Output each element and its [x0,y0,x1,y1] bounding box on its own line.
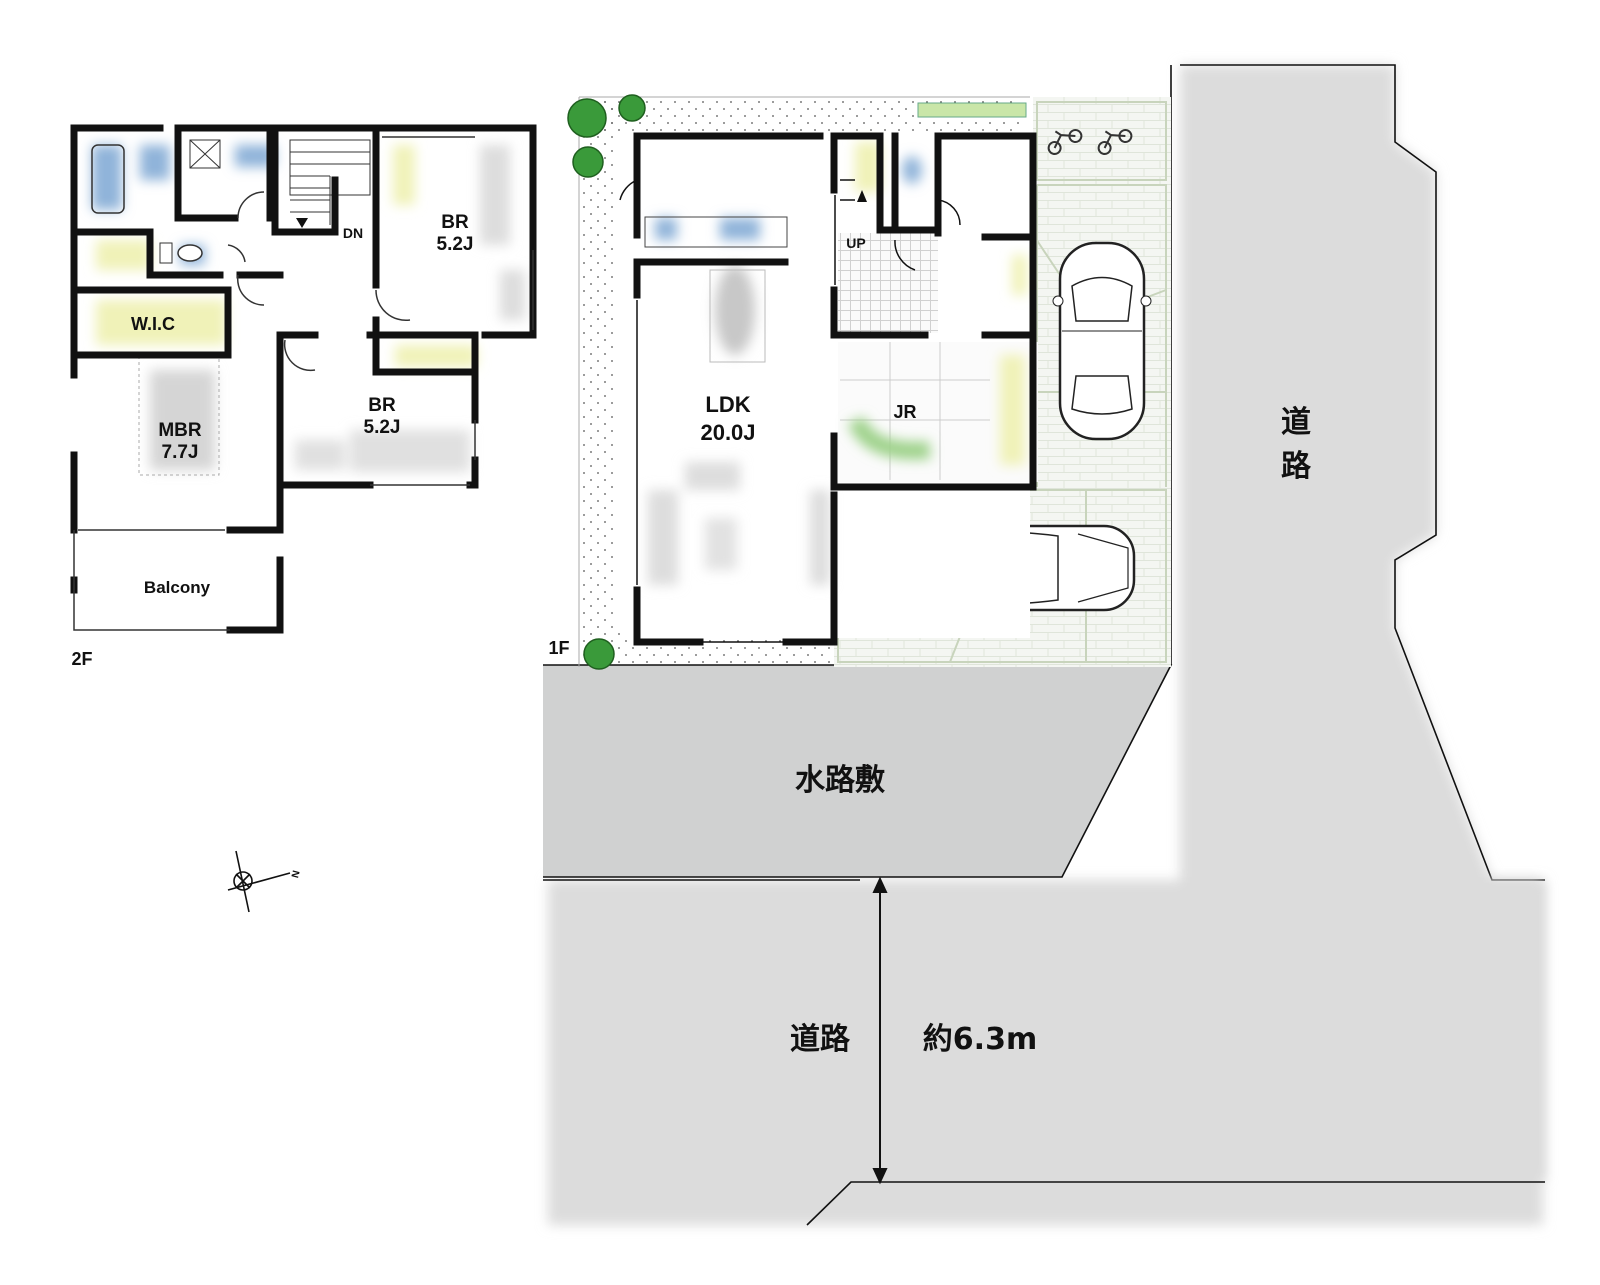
ldk-name: LDK [705,392,750,417]
road-front-label: 道路 [790,1022,851,1057]
label-2f: 2F [71,649,92,669]
stair-arrow-icon [296,218,308,228]
stair-dn-label: DN [343,225,363,241]
stair-up-label: UP [846,235,865,251]
road-side-label-1: 道 [1281,405,1311,440]
mbr-size: 7.7J [162,442,199,463]
br-bottom-name: BR [368,395,396,416]
wic-label: W.I.C [131,314,175,334]
road-front [543,879,1545,1226]
waterway-label: 水路敷 [795,763,886,798]
road-width-arrow [872,876,888,1185]
floor-1f [619,132,1038,646]
bicycle-icon [1047,129,1133,155]
br-top-name: BR [441,212,469,233]
floor-2f [70,124,540,638]
br-top-size: 5.2J [437,234,474,255]
road-side-label-2: 路 [1281,449,1312,484]
label-1f: 1F [548,638,569,658]
road-width-label: 約6.3m [923,1022,1037,1057]
compass-north-label: N [290,869,302,879]
car-icon [1052,241,1152,441]
stair-arrow-icon [857,190,867,202]
jr-label: JR [893,402,916,422]
balcony-label: Balcony [144,578,211,597]
ldk-size: 20.0J [700,420,755,445]
tree-icon [567,94,646,670]
hedge [917,102,1027,118]
compass-icon [227,850,291,913]
mbr-name: MBR [158,420,202,441]
br-bottom-size: 5.2J [364,417,401,438]
